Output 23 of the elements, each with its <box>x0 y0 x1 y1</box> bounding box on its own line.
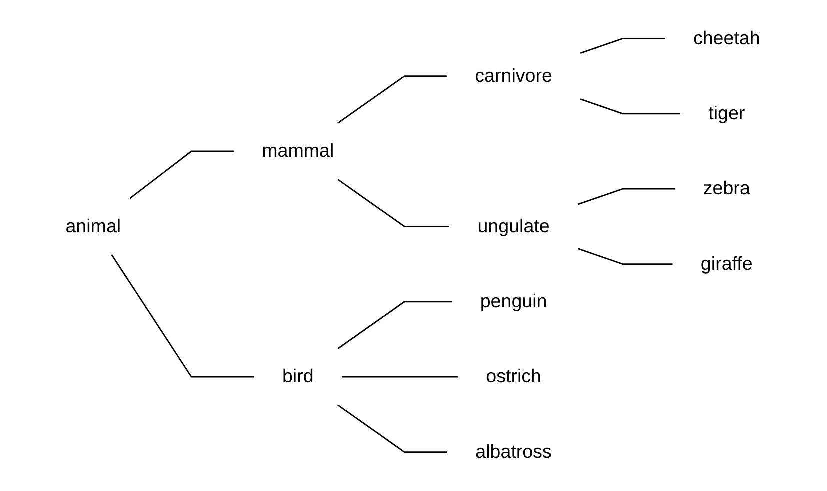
connector <box>580 38 666 54</box>
connector <box>338 179 450 228</box>
connector <box>338 76 448 124</box>
node-text: carnivore <box>476 66 553 87</box>
connector <box>578 188 676 206</box>
node-text: albatross <box>476 442 552 463</box>
node-text: giraffe <box>701 254 754 275</box>
connector <box>338 301 453 350</box>
connector <box>578 248 674 265</box>
node-text: ungulate <box>478 216 550 238</box>
node-text: ostrich <box>486 366 542 388</box>
connector <box>342 376 458 378</box>
connector <box>112 254 255 378</box>
connector <box>338 404 448 453</box>
node-text: animal <box>66 216 122 238</box>
node-text: tiger <box>709 104 746 124</box>
node-text: cheetah <box>694 28 761 50</box>
connector <box>580 98 681 115</box>
node-text: zebra <box>704 178 751 200</box>
node-text: mammal <box>262 141 335 162</box>
node-text: bird <box>282 366 314 388</box>
connector <box>130 150 234 200</box>
node-text: penguin <box>480 292 548 312</box>
